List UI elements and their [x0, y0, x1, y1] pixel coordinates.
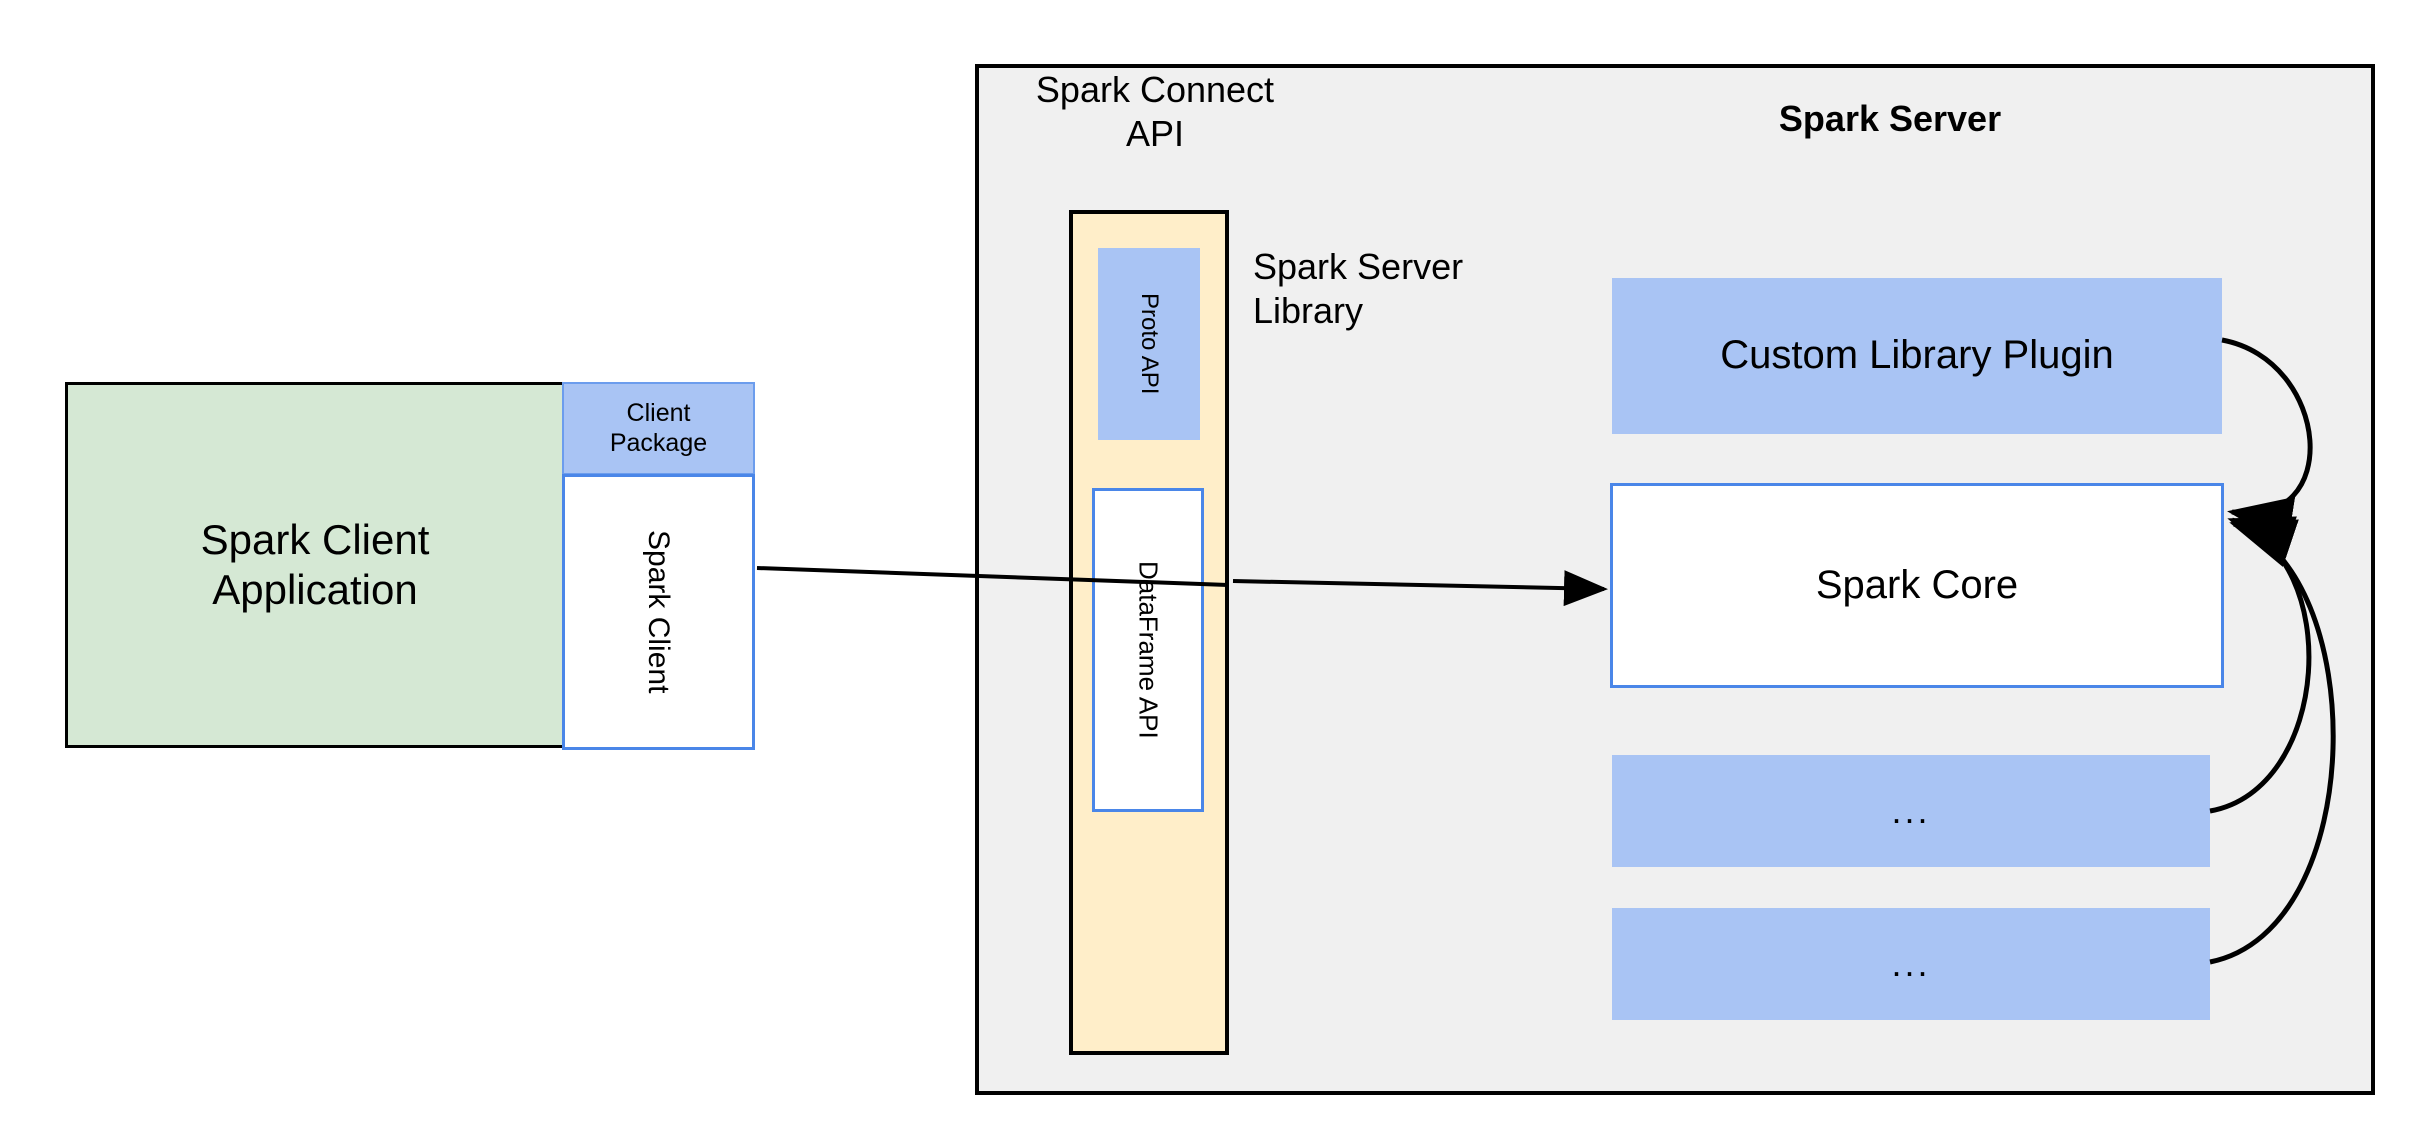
spark-client-application-box[interactable]: Spark Client Application	[65, 382, 565, 748]
spark-core-box[interactable]: Spark Core	[1610, 483, 2224, 688]
additional-component-label-1: ...	[1891, 789, 1931, 831]
spark-client-label: Spark Client	[642, 530, 676, 694]
custom-library-plugin-box[interactable]: Custom Library Plugin	[1612, 278, 2222, 434]
additional-component-box-2[interactable]: ...	[1612, 908, 2210, 1020]
client-package-label: Client Package	[609, 399, 708, 457]
spark-connect-api-label: Spark Connect API	[1035, 69, 1275, 154]
dataframe-api-label: DataFrame API	[1133, 561, 1164, 739]
dataframe-api-box[interactable]: DataFrame API	[1092, 488, 1204, 812]
proto-api-label: Proto API	[1136, 293, 1164, 395]
spark-server-title: Spark Server	[1778, 98, 2002, 139]
spark-core-label: Spark Core	[1815, 562, 2019, 607]
additional-component-box-1[interactable]: ...	[1612, 755, 2210, 867]
custom-library-plugin-label: Custom Library Plugin	[1720, 333, 2114, 378]
client-package-box[interactable]: Client Package	[562, 382, 755, 475]
spark-server-library-label: Spark Server Library	[1253, 246, 1464, 331]
additional-component-label-2: ...	[1891, 942, 1931, 984]
spark-client-application-label: Spark Client Application	[200, 516, 430, 613]
proto-api-box[interactable]: Proto API	[1098, 248, 1200, 440]
spark-client-box[interactable]: Spark Client	[562, 474, 755, 750]
